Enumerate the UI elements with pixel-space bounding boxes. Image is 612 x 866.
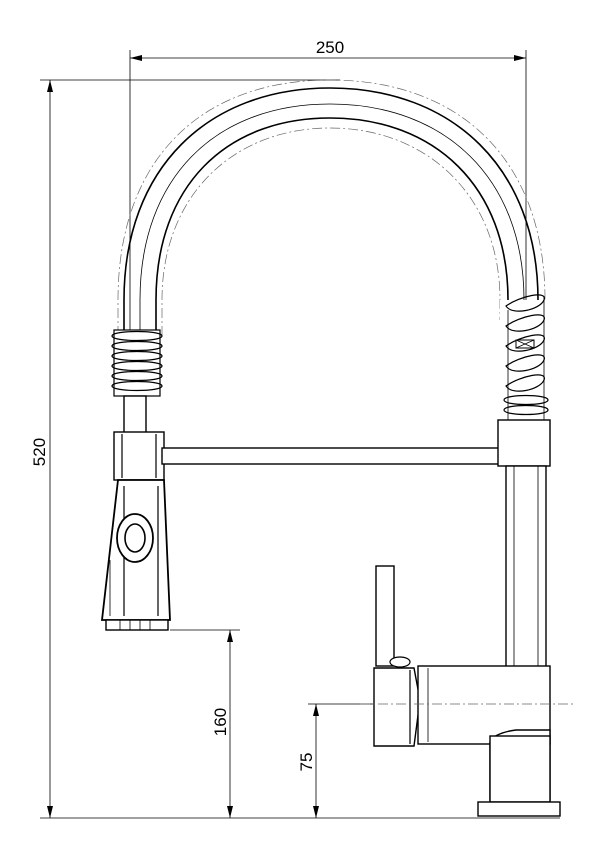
dimension-total-height-label: 520	[30, 438, 49, 466]
right-spring	[500, 294, 549, 420]
spray-head	[100, 479, 171, 631]
main-body	[505, 465, 547, 669]
lever-handle	[375, 565, 411, 668]
dimension-width-label: 250	[316, 38, 344, 57]
dimension-spray-height-label: 160	[211, 708, 230, 736]
left-tube	[123, 395, 147, 435]
dimension-spray-height: 160	[170, 629, 240, 818]
connection-bar	[113, 419, 551, 481]
dimension-handle-height-label: 75	[297, 753, 316, 772]
faucet-base	[477, 729, 561, 817]
spout-arc	[117, 79, 546, 340]
left-spring	[111, 329, 163, 397]
spray-button-inner	[124, 523, 146, 553]
dimension-width: 250	[129, 38, 527, 432]
dimension-total-height: 520	[30, 79, 560, 819]
dimension-handle-height: 75	[297, 703, 375, 818]
